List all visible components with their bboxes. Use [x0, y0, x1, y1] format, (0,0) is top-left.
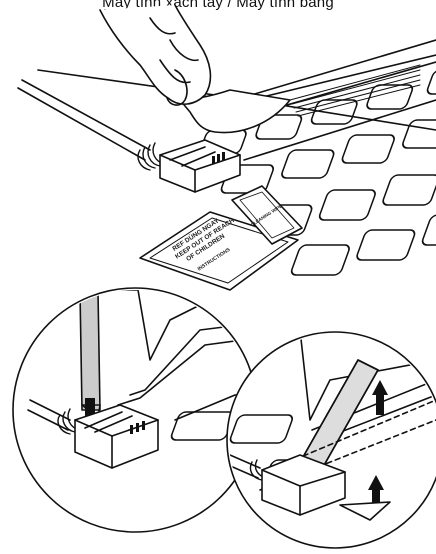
hand-with-wipe [100, 5, 290, 133]
zoom-circle-right [227, 330, 436, 548]
